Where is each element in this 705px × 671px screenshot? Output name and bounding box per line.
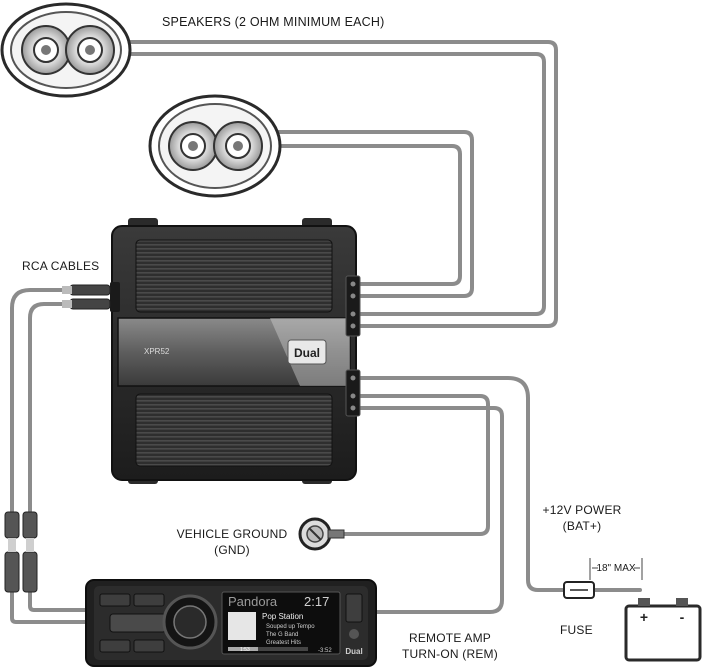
hu-elapsed: 1:53 xyxy=(240,647,250,653)
vehicle-ground-line2: (GND) xyxy=(214,543,250,557)
hu-track: Souped up Tempo xyxy=(266,624,315,630)
wire-speaker1-a xyxy=(120,40,558,328)
wire-rca-d xyxy=(28,588,92,612)
vehicle-ground-label: VEHICLE GROUND (GND) xyxy=(172,527,292,557)
battery-plus-sign: + xyxy=(640,609,648,625)
hu-remaining: -3:52 xyxy=(318,648,332,654)
ground-terminal xyxy=(298,517,345,551)
fuse-distance-label: 18" MAX xyxy=(596,563,635,574)
remote-line2: TURN-ON (REM) xyxy=(402,647,498,661)
battery: + - xyxy=(624,598,702,662)
fuse: 18" MAX xyxy=(563,558,643,599)
hu-album: Greatest Hits xyxy=(266,640,301,646)
fuse-label: FUSE xyxy=(560,623,593,637)
amp-model: XPR52 xyxy=(144,347,170,356)
hu-source: Pandora xyxy=(228,594,278,609)
speaker-large xyxy=(0,2,132,98)
vehicle-ground-line1: VEHICLE GROUND xyxy=(176,527,288,541)
wire-rca-b xyxy=(28,302,88,517)
wire-ground xyxy=(338,394,490,536)
amplifier: XPR52 Dual xyxy=(110,218,361,484)
power-line2: (BAT+) xyxy=(562,519,602,533)
rca-cables-label: RCA CABLES xyxy=(22,259,100,273)
amp-brand-logo: Dual xyxy=(294,346,320,360)
hu-time: 2:17 xyxy=(304,594,329,609)
hu-brand-logo: Dual xyxy=(345,647,362,656)
power-line1: +12V POWER xyxy=(542,503,622,517)
wire-power xyxy=(358,376,568,592)
wires xyxy=(10,40,642,624)
rca-plugs xyxy=(4,284,111,593)
power-label: +12V POWER (BAT+) xyxy=(532,503,632,533)
hu-station: Pop Station xyxy=(262,612,303,621)
remote-line1: REMOTE AMP xyxy=(408,631,491,645)
battery-minus-sign: - xyxy=(680,609,685,625)
wire-speaker2-a xyxy=(276,130,474,298)
wire-rca-a xyxy=(10,288,88,517)
speaker-small xyxy=(148,94,282,198)
wire-rca-c xyxy=(10,588,92,624)
head-unit: Pandora 2:17 Pop Station Souped up Tempo… xyxy=(85,579,377,667)
wire-speaker2-b xyxy=(276,144,462,286)
speakers-label: SPEAKERS (2 OHM MINIMUM EACH) xyxy=(162,15,385,29)
wire-remote xyxy=(358,406,504,614)
hu-artist: The G Band xyxy=(266,632,298,638)
wire-speaker1-b xyxy=(124,52,546,316)
remote-turn-on-label: REMOTE AMP TURN-ON (REM) xyxy=(390,631,510,661)
